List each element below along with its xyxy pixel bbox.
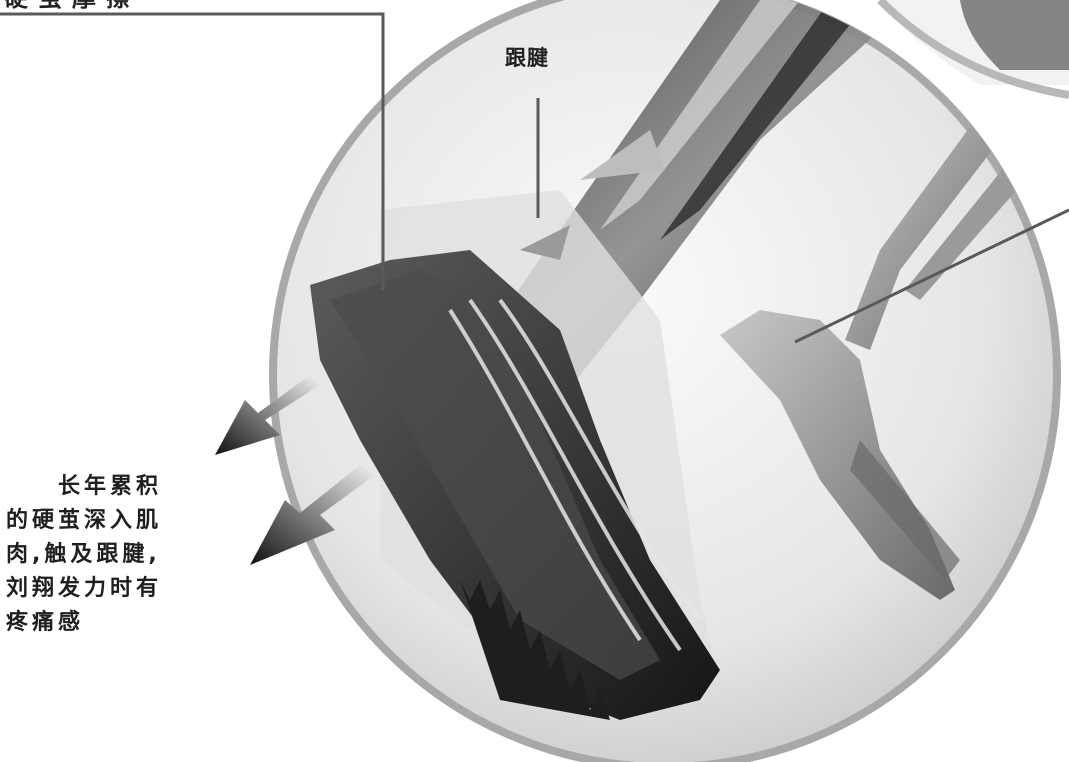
caption-line-3: 肉,触及跟腱, [6,542,161,567]
label-achilles-tendon: 跟腱 [505,42,549,72]
caption-line-5: 疼痛感 [6,610,84,635]
label-top-partial: 硬茧摩擦 [4,0,140,13]
caption-line-4: 刘翔发力时有 [6,576,162,601]
caption-line-2: 的硬茧深入肌 [6,508,162,533]
caption-line-1: 长年累积 [6,474,162,499]
caption: 长年累积 的硬茧深入肌 肉,触及跟腱, 刘翔发力时有 疼痛感 [6,470,196,640]
